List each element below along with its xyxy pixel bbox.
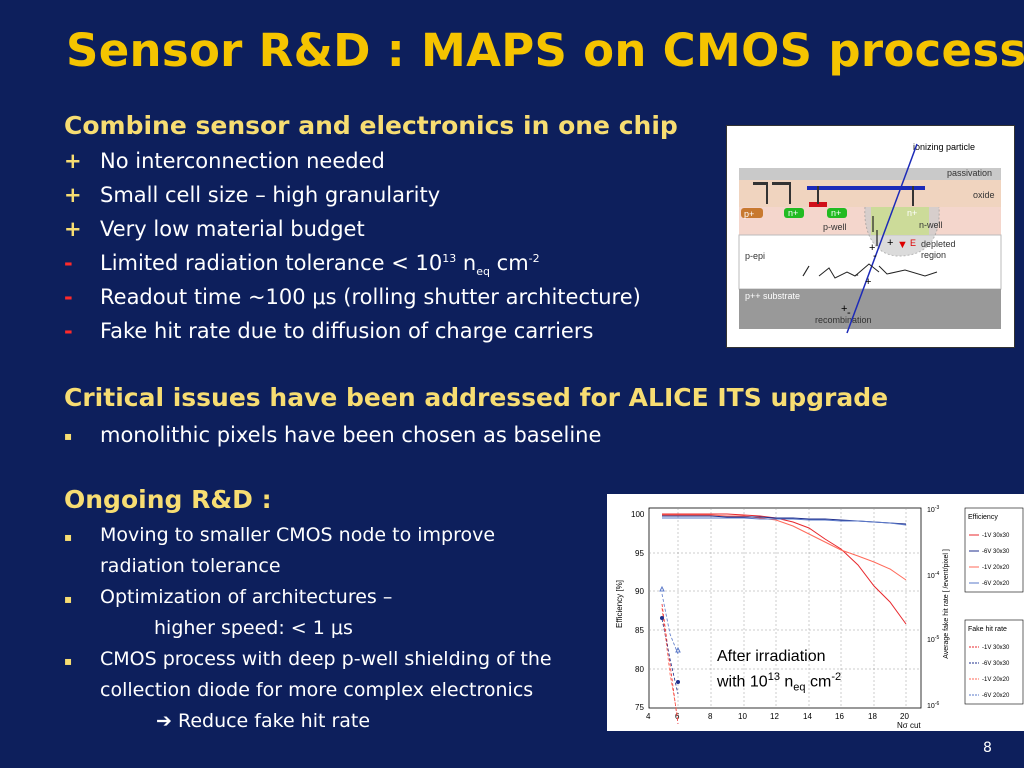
- minus-marker: -: [64, 251, 73, 275]
- section-heading-ongoing: Ongoing R&D :: [64, 485, 272, 514]
- maps-cross-section-diagram: ionizing particle passivation oxide p+ n…: [726, 125, 1015, 348]
- item-text: Limited radiation tolerance < 1013 neq c…: [100, 251, 540, 279]
- section-heading-critical: Critical issues have been addressed for …: [64, 383, 889, 412]
- svg-text:-: -: [847, 307, 851, 319]
- svg-text:16: 16: [835, 712, 844, 721]
- section-heading-combine: Combine sensor and electronics in one ch…: [64, 111, 678, 140]
- square-bullet-icon: ▪: [64, 530, 73, 544]
- svg-text:10-5: 10-5: [927, 635, 939, 644]
- svg-text:12: 12: [770, 712, 779, 721]
- right-arrow-icon: ➔: [156, 710, 178, 732]
- item-text: monolithic pixels have been chosen as ba…: [100, 423, 602, 447]
- svg-text:18: 18: [868, 712, 877, 721]
- svg-text:n-well: n-well: [919, 220, 943, 230]
- svg-text:10: 10: [738, 712, 747, 721]
- svg-text:10-6: 10-6: [927, 701, 939, 710]
- svg-text:80: 80: [635, 665, 644, 674]
- svg-text:85: 85: [635, 626, 644, 635]
- svg-text:Fake hit rate: Fake hit rate: [968, 626, 1007, 633]
- plus-marker: +: [64, 217, 82, 241]
- svg-text:-6V 20x20: -6V 20x20: [982, 581, 1010, 587]
- svg-text:n+: n+: [788, 208, 798, 218]
- svg-text:p++ substrate: p++ substrate: [745, 291, 800, 301]
- svg-text:n+: n+: [907, 208, 917, 218]
- svg-text:Average fake hit rate [ /event: Average fake hit rate [ /event/pixel ]: [943, 549, 950, 659]
- svg-text:10-3: 10-3: [927, 505, 939, 514]
- item-text: Small cell size – high granularity: [100, 183, 441, 207]
- minus-marker: -: [64, 319, 73, 343]
- svg-text:+: +: [865, 276, 871, 288]
- svg-text:Efficiency: Efficiency: [968, 514, 998, 521]
- svg-text:+: +: [887, 237, 893, 249]
- svg-text:-1V 20x20: -1V 20x20: [982, 565, 1010, 571]
- svg-text:recombination: recombination: [815, 315, 872, 325]
- svg-text:-6V 30x30: -6V 30x30: [982, 549, 1010, 555]
- svg-text:-1V 30x30: -1V 30x30: [982, 645, 1010, 651]
- svg-text:-6V 30x30: -6V 30x30: [982, 661, 1010, 667]
- svg-text:10-4: 10-4: [927, 571, 939, 580]
- page-number: 8: [983, 740, 992, 756]
- svg-text:4: 4: [646, 712, 651, 721]
- svg-text:95: 95: [635, 549, 644, 558]
- particle-track: [846, 143, 918, 334]
- svg-text:75: 75: [635, 703, 644, 712]
- plus-marker: +: [64, 149, 82, 173]
- efficiency-plot: 100 95 90 85 80 75 4 6 8 10 12 14 16 18 …: [607, 494, 1024, 731]
- svg-text:-6V 20x20: -6V 20x20: [982, 693, 1010, 699]
- svg-text:p+: p+: [744, 209, 754, 219]
- plus-marker: +: [64, 183, 82, 207]
- square-bullet-icon: ▪: [64, 654, 73, 668]
- svg-text:E: E: [910, 238, 916, 248]
- minus-marker: -: [64, 285, 73, 309]
- passivation-layer: [739, 168, 1001, 180]
- irradiation-note: After irradiation with 1013 neq cm-2: [717, 648, 842, 694]
- svg-text:-: -: [855, 269, 859, 281]
- p-epi-layer: [738, 234, 1002, 290]
- svg-text:+: +: [841, 303, 847, 315]
- svg-text:+: +: [869, 242, 875, 254]
- svg-text:20: 20: [900, 712, 909, 721]
- slide-title: Sensor R&D : MAPS on CMOS process: [66, 24, 1024, 77]
- svg-text:Nσ cut: Nσ cut: [897, 721, 921, 730]
- item-text: Fake hit rate due to diffusion of charge…: [100, 319, 594, 343]
- svg-text:oxide: oxide: [973, 190, 995, 200]
- svg-text:8: 8: [708, 712, 713, 721]
- svg-text:-1V 20x20: -1V 20x20: [982, 677, 1010, 683]
- svg-text:depleted: depleted: [921, 239, 956, 249]
- svg-text:Efficiency [%]: Efficiency [%]: [615, 580, 624, 628]
- svg-text:region: region: [921, 250, 946, 260]
- svg-text:90: 90: [635, 587, 644, 596]
- svg-text:6: 6: [675, 712, 680, 721]
- item-text: Very low material budget: [100, 217, 365, 241]
- svg-text:100: 100: [631, 510, 645, 519]
- square-bullet-icon: ▪: [64, 429, 73, 443]
- svg-text:n+: n+: [831, 208, 841, 218]
- svg-text:14: 14: [803, 712, 812, 721]
- svg-text:passivation: passivation: [947, 168, 992, 178]
- svg-text:-1V 30x30: -1V 30x30: [982, 533, 1010, 539]
- item-text: Readout time ~100 μs (rolling shutter ar…: [100, 285, 641, 309]
- svg-text:p-epi: p-epi: [745, 251, 765, 261]
- substrate-layer: [739, 289, 1001, 329]
- svg-text:p-well: p-well: [823, 222, 847, 232]
- svg-text:ionizing particle: ionizing particle: [913, 142, 975, 152]
- svg-text:-: -: [873, 250, 877, 262]
- svg-text:▼: ▼: [897, 239, 908, 251]
- square-bullet-icon: ▪: [64, 592, 73, 606]
- item-text: No interconnection needed: [100, 149, 385, 173]
